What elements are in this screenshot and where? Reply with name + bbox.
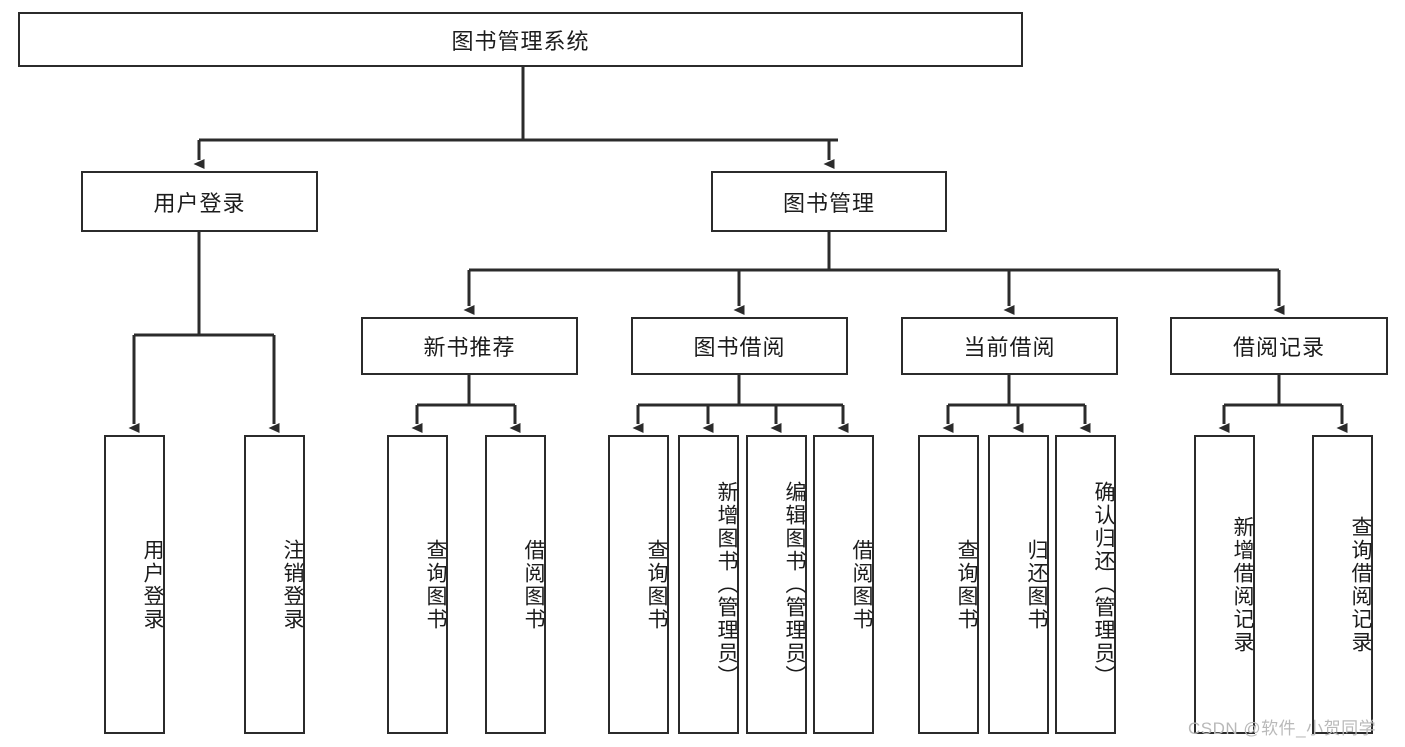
node-leaf-add-book-admin-label: 新增图书（管理员） bbox=[715, 481, 738, 688]
node-book-manage[interactable]: 图书管理 bbox=[711, 171, 947, 232]
node-new-book-recommend-label: 新书推荐 bbox=[423, 335, 516, 360]
node-leaf-logout[interactable]: 注销登录 bbox=[244, 435, 305, 734]
node-leaf-return-book[interactable]: 归还图书 bbox=[988, 435, 1049, 734]
node-book-borrow-label: 图书借阅 bbox=[693, 335, 786, 360]
node-leaf-query-book-rec-label: 查询图书 bbox=[424, 538, 447, 631]
node-leaf-borrow-book-rec[interactable]: 借阅图书 bbox=[485, 435, 546, 734]
node-leaf-add-borrow-record-label: 新增借阅记录 bbox=[1231, 515, 1254, 654]
node-leaf-query-borrow-record[interactable]: 查询借阅记录 bbox=[1312, 435, 1373, 734]
node-leaf-edit-book-admin[interactable]: 编辑图书（管理员） bbox=[746, 435, 807, 734]
node-borrow-record-label: 借阅记录 bbox=[1232, 335, 1325, 360]
node-leaf-logout-label: 注销登录 bbox=[281, 538, 304, 631]
node-leaf-query-book-cur[interactable]: 查询图书 bbox=[918, 435, 979, 734]
node-current-borrow[interactable]: 当前借阅 bbox=[901, 317, 1118, 375]
node-book-borrow[interactable]: 图书借阅 bbox=[631, 317, 848, 375]
node-leaf-return-book-label: 归还图书 bbox=[1025, 538, 1048, 631]
node-leaf-query-book-cur-label: 查询图书 bbox=[955, 538, 978, 631]
node-book-manage-label: 图书管理 bbox=[782, 190, 875, 216]
csdn-watermark: CSDN @软件_小贺同学 bbox=[1188, 719, 1377, 738]
node-leaf-confirm-return-admin[interactable]: 确认归还（管理员） bbox=[1055, 435, 1116, 734]
node-user-login-label: 用户登录 bbox=[153, 190, 246, 216]
node-borrow-record[interactable]: 借阅记录 bbox=[1170, 317, 1388, 375]
node-leaf-add-book-admin[interactable]: 新增图书（管理员） bbox=[678, 435, 739, 734]
node-user-login[interactable]: 用户登录 bbox=[81, 171, 318, 232]
node-root-label: 图书管理系统 bbox=[451, 28, 590, 54]
node-leaf-borrow-book-label: 借阅图书 bbox=[850, 538, 873, 631]
node-leaf-query-book-borrow-label: 查询图书 bbox=[645, 538, 668, 631]
node-leaf-borrow-book[interactable]: 借阅图书 bbox=[813, 435, 874, 734]
node-new-book-recommend[interactable]: 新书推荐 bbox=[361, 317, 578, 375]
node-leaf-edit-book-admin-label: 编辑图书（管理员） bbox=[783, 481, 806, 688]
node-leaf-user-login[interactable]: 用户登录 bbox=[104, 435, 165, 734]
node-leaf-query-book-borrow[interactable]: 查询图书 bbox=[608, 435, 669, 734]
node-leaf-query-book-rec[interactable]: 查询图书 bbox=[387, 435, 448, 734]
node-leaf-borrow-book-rec-label: 借阅图书 bbox=[522, 538, 545, 631]
node-leaf-confirm-return-admin-label: 确认归还（管理员） bbox=[1092, 481, 1115, 688]
node-leaf-user-login-label: 用户登录 bbox=[141, 538, 164, 631]
node-current-borrow-label: 当前借阅 bbox=[963, 335, 1056, 360]
node-leaf-query-borrow-record-label: 查询借阅记录 bbox=[1349, 515, 1372, 654]
node-leaf-add-borrow-record[interactable]: 新增借阅记录 bbox=[1194, 435, 1255, 734]
node-root[interactable]: 图书管理系统 bbox=[18, 12, 1023, 67]
